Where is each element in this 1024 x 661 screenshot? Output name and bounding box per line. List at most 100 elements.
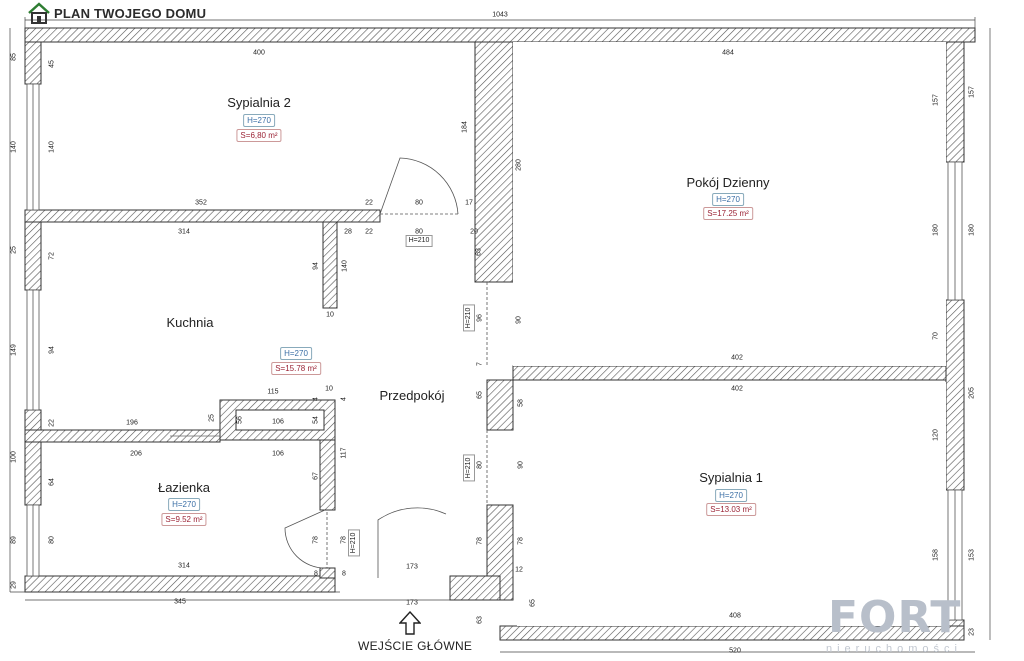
dimension-label: 100 bbox=[10, 451, 18, 463]
door-height-label: H=210 bbox=[405, 235, 433, 247]
dimension-label: 17 bbox=[465, 199, 473, 207]
dimension-label: 7 bbox=[476, 362, 484, 366]
dimension-label: 4 bbox=[340, 397, 348, 401]
room-height-lazienka: H=270 bbox=[168, 498, 200, 511]
dimension-label: 158 bbox=[932, 549, 940, 561]
dimension-label: 89 bbox=[10, 536, 18, 544]
dimension-label: 80 bbox=[415, 228, 423, 236]
dimension-label: 12 bbox=[515, 566, 523, 574]
fort-logo: FORT nieruchomości bbox=[822, 592, 1022, 658]
dimension-label: 280 bbox=[515, 159, 523, 171]
dimension-label: 400 bbox=[253, 49, 265, 57]
dimension-label: 106 bbox=[272, 418, 284, 426]
dimension-label: 29 bbox=[10, 581, 18, 589]
room-name-przedpokoj: Przedpokój bbox=[379, 388, 445, 403]
room-height-kuchnia: H=270 bbox=[280, 347, 312, 360]
dimension-label: 205 bbox=[968, 387, 976, 399]
windows bbox=[26, 83, 963, 621]
dimension-label: 28 bbox=[344, 228, 352, 236]
dimension-label: 80 bbox=[415, 199, 423, 207]
dimension-label: 65 bbox=[529, 599, 537, 607]
door-height-label: H=210 bbox=[348, 529, 360, 557]
dimension-label: 408 bbox=[729, 612, 741, 620]
dimension-label: 149 bbox=[10, 344, 18, 356]
logo-subtitle: nieruchomości bbox=[826, 643, 962, 655]
dimension-label: 140 bbox=[10, 141, 18, 153]
walls bbox=[24, 27, 976, 641]
dimension-label: 402 bbox=[731, 354, 743, 362]
room-height-sypialnia-1: H=270 bbox=[715, 489, 747, 502]
dimension-label: 54 bbox=[312, 416, 320, 424]
dimension-label: 184 bbox=[461, 121, 469, 133]
dimension-label: 484 bbox=[722, 49, 734, 57]
dimension-label: 106 bbox=[272, 450, 284, 458]
dimension-label: 1043 bbox=[492, 11, 508, 19]
dimension-label: 115 bbox=[267, 388, 279, 396]
dimension-label: 206 bbox=[130, 450, 142, 458]
dimension-label: 314 bbox=[178, 228, 190, 236]
dimension-label: 78 bbox=[312, 536, 320, 544]
dimension-label: 22 bbox=[48, 419, 56, 427]
room-name-kuchnia: Kuchnia bbox=[166, 315, 214, 330]
dimension-label: 58 bbox=[517, 399, 525, 407]
dimension-label: 10 bbox=[326, 311, 334, 319]
dimension-label: 80 bbox=[48, 536, 56, 544]
dimension-label: 67 bbox=[312, 472, 320, 480]
dimension-label: 173 bbox=[406, 563, 418, 571]
dimension-label: 314 bbox=[178, 562, 190, 570]
dimension-label: 72 bbox=[48, 252, 56, 260]
room-height-pokoj-dzienny: H=270 bbox=[712, 193, 744, 206]
dimension-label: 63 bbox=[476, 616, 484, 624]
room-area-sypialnia-1: S=13.03 m² bbox=[706, 503, 756, 516]
dimension-label: 56 bbox=[236, 416, 244, 424]
dimension-label: 352 bbox=[195, 199, 207, 207]
dimension-label: 22 bbox=[365, 228, 373, 236]
dimension-label: 70 bbox=[932, 332, 940, 340]
dimension-label: 173 bbox=[406, 599, 418, 607]
room-name-sypialnia-2: Sypialnia 2 bbox=[227, 95, 291, 110]
dimension-label: 345 bbox=[174, 598, 186, 606]
dimension-label: 520 bbox=[729, 647, 741, 655]
dimension-label: 180 bbox=[968, 224, 976, 236]
room-name-sypialnia-1: Sypialnia 1 bbox=[699, 470, 763, 485]
dimension-label: 22 bbox=[365, 199, 373, 207]
dimension-label: 94 bbox=[48, 346, 56, 354]
room-area-lazienka: S=9.52 m² bbox=[161, 513, 207, 526]
door-height-label: H=210 bbox=[463, 454, 475, 482]
room-area-kuchnia: S=15.78 m² bbox=[271, 362, 321, 375]
dimension-label: 94 bbox=[312, 262, 320, 270]
dimension-label: 117 bbox=[340, 447, 348, 459]
dimension-label: 78 bbox=[340, 536, 348, 544]
dimension-label: 157 bbox=[968, 86, 976, 98]
door-height-label: H=210 bbox=[463, 304, 475, 332]
dimension-label: 96 bbox=[476, 314, 484, 322]
dimension-label: 120 bbox=[932, 429, 940, 441]
dimension-label: 157 bbox=[932, 94, 940, 106]
dimension-label: 64 bbox=[48, 478, 56, 486]
dimension-label: 65 bbox=[476, 391, 484, 399]
room-area-pokoj-dzienny: S=17.25 m² bbox=[703, 207, 753, 220]
entrance-label: WEJŚCIE GŁÓWNE bbox=[358, 639, 473, 653]
dimension-label: 140 bbox=[341, 260, 349, 272]
logo-name: FORT bbox=[828, 592, 962, 643]
room-area-sypialnia-2: S=6,80 m² bbox=[236, 129, 282, 142]
dimension-label: 8 bbox=[314, 570, 318, 578]
entrance-arrow-icon bbox=[399, 611, 421, 635]
dimension-label: 4 bbox=[312, 397, 320, 401]
dimension-label: 45 bbox=[48, 60, 56, 68]
dimension-label: 63 bbox=[475, 248, 483, 256]
dimension-label: 80 bbox=[476, 461, 484, 469]
dimension-label: 78 bbox=[476, 537, 484, 545]
room-height-sypialnia-2: H=270 bbox=[243, 114, 275, 127]
dimension-label: 78 bbox=[517, 537, 525, 545]
dimension-label: 10 bbox=[325, 385, 333, 393]
dimension-label: 85 bbox=[10, 53, 18, 61]
dimension-label: 25 bbox=[208, 414, 216, 422]
home-icon bbox=[28, 2, 50, 24]
room-name-pokoj-dzienny: Pokój Dzienny bbox=[686, 175, 770, 190]
page-title: PLAN TWOJEGO DOMU bbox=[54, 6, 207, 21]
dimension-label: 140 bbox=[48, 141, 56, 153]
dimension-label: 153 bbox=[968, 549, 976, 561]
dimension-label: 90 bbox=[515, 316, 523, 324]
